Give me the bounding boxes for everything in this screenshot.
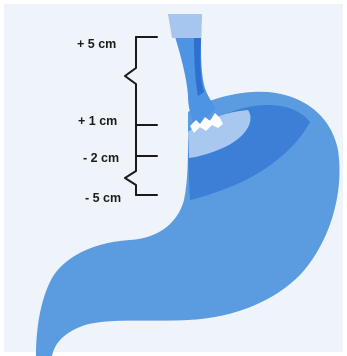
label-minus-2-cm: - 2 cm [83, 151, 119, 165]
label-plus-1-cm: + 1 cm [78, 114, 117, 128]
esophagus-upper-segment [168, 14, 202, 38]
label-minus-5-cm: - 5 cm [85, 191, 121, 205]
label-plus-5-cm: + 5 cm [77, 37, 116, 51]
